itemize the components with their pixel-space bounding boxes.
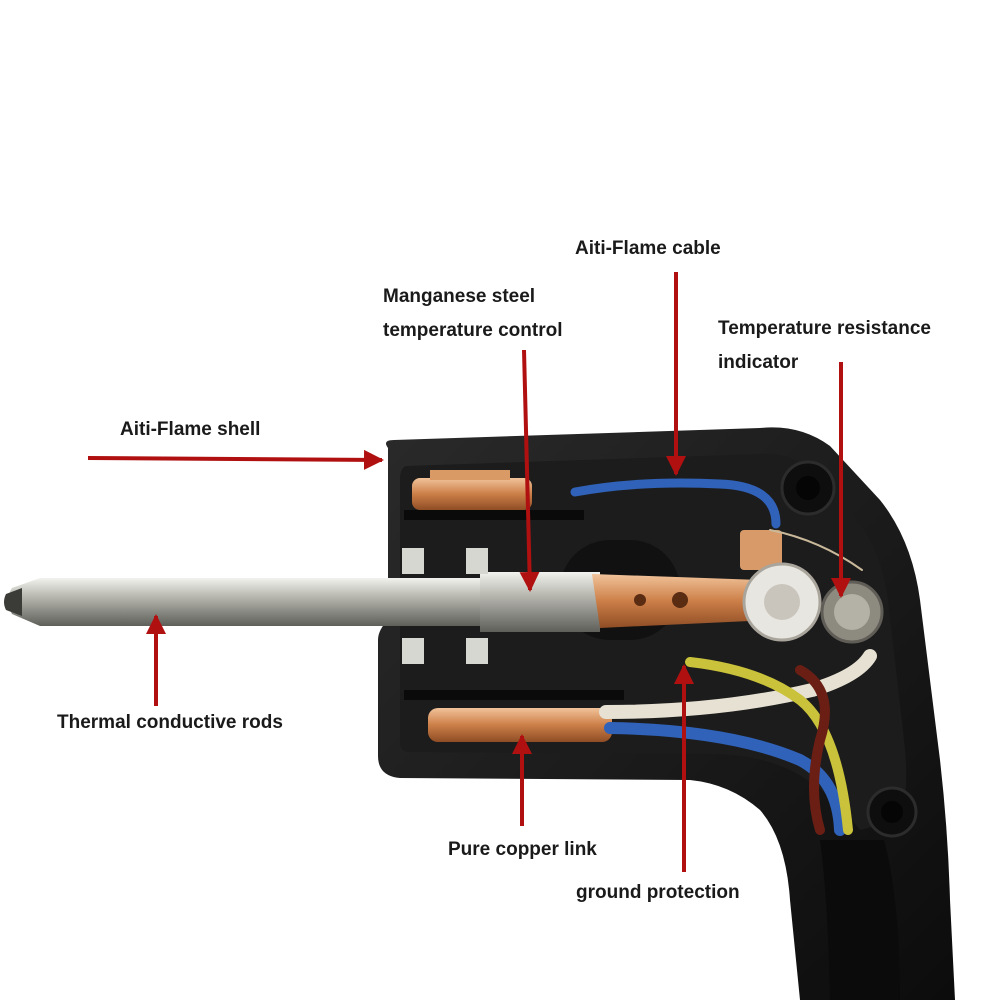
label-manganese-2: temperature control xyxy=(383,320,563,341)
label-manganese-1: Manganese steel xyxy=(383,286,536,307)
label-temperature-1: Temperature resistance xyxy=(718,318,931,339)
label-temperature-2: indicator xyxy=(718,352,799,373)
thermal-rod xyxy=(4,572,600,632)
label-rods: Thermal conductive rods xyxy=(57,712,283,733)
label-cable: Aiti-Flame cable xyxy=(575,238,721,259)
copper-terminal-top xyxy=(412,470,532,510)
label-copper: Pure copper link xyxy=(448,839,597,860)
callout-arrows xyxy=(87,272,851,872)
label-shell: Aiti-Flame shell xyxy=(120,419,261,440)
arrow-manganese xyxy=(519,349,540,592)
indicator-bulb xyxy=(820,580,884,644)
copper-terminal-bottom xyxy=(428,708,612,742)
wires xyxy=(570,478,877,836)
thermostat-plate xyxy=(592,530,782,628)
arrow-shell xyxy=(87,449,384,470)
cable-sleeve xyxy=(820,840,900,1000)
label-ground: ground protection xyxy=(576,882,740,903)
